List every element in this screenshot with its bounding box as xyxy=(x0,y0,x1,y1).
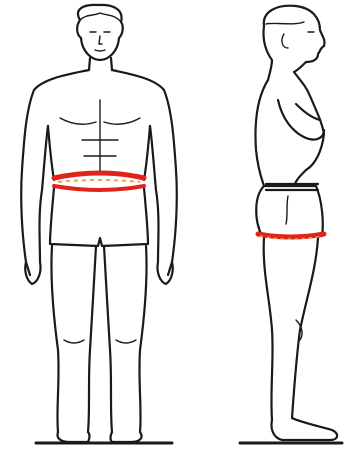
side-back-head xyxy=(263,26,272,80)
side-foot xyxy=(271,418,337,440)
side-back xyxy=(256,80,269,186)
front-left-foot xyxy=(58,432,90,442)
front-torso-right xyxy=(144,126,150,180)
side-figure xyxy=(240,6,342,443)
front-torso-left xyxy=(48,126,54,180)
front-right-foot xyxy=(111,432,142,442)
front-left-inner-arm xyxy=(40,126,49,262)
front-face xyxy=(90,32,110,51)
front-right-leg xyxy=(104,246,147,432)
side-leg-front xyxy=(292,238,318,418)
side-leg-back xyxy=(264,238,273,420)
front-right-inner-arm xyxy=(150,126,159,262)
front-chest-lines xyxy=(60,100,140,175)
side-shorts-fold xyxy=(286,196,288,224)
side-folded-arms xyxy=(278,100,324,140)
hip-measuring-tape xyxy=(258,234,324,237)
front-left-leg xyxy=(51,246,96,432)
front-knees xyxy=(64,340,136,343)
front-hair xyxy=(80,13,121,22)
waist-measuring-tape-lower xyxy=(54,186,144,190)
waist-tape-dashes xyxy=(58,180,140,182)
front-figure xyxy=(21,5,177,443)
side-hair-and-ear xyxy=(266,22,304,48)
front-shorts xyxy=(50,188,148,246)
waist-measuring-tape xyxy=(54,173,144,178)
side-chest xyxy=(294,72,324,186)
side-shorts xyxy=(256,186,323,236)
